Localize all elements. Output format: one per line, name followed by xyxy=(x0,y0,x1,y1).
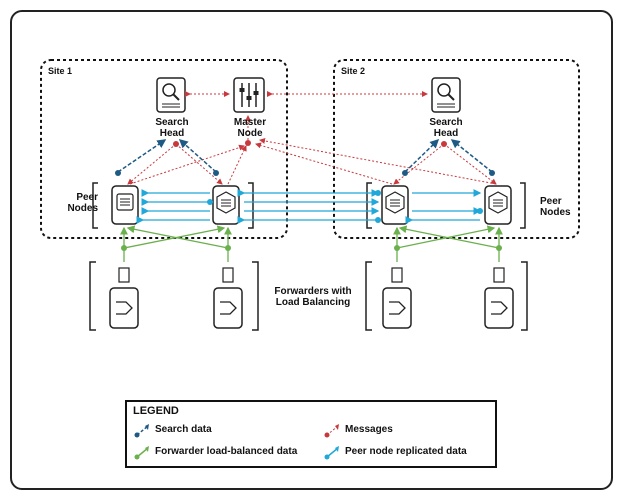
master-node-label: Master Node xyxy=(233,117,267,139)
forwarder-icon xyxy=(109,267,139,329)
site-2-label: Site 2 xyxy=(341,66,366,76)
legend-title: LEGEND xyxy=(133,405,179,417)
site-2-box xyxy=(333,59,580,239)
peer-bracket-left xyxy=(92,182,98,229)
search-head-label: Search Head xyxy=(155,117,189,139)
search-head-label: Search Head xyxy=(429,117,463,139)
peer-node-icon xyxy=(484,185,512,225)
peer-nodes-label-right: Peer Nodes xyxy=(540,196,571,218)
diagram-frame xyxy=(10,10,613,490)
legend: LEGEND Search data Messages Forwarder lo… xyxy=(125,400,497,468)
forwarder-icon xyxy=(213,267,243,329)
peer-bracket-right xyxy=(520,182,526,229)
replication-links xyxy=(136,189,482,224)
legend-messages: Messages xyxy=(345,424,393,435)
search-head-icon xyxy=(431,77,461,113)
forwarder-links xyxy=(120,225,503,262)
site-1-label: Site 1 xyxy=(48,66,73,76)
forwarder-icon xyxy=(484,267,514,329)
replicated-legend-icon xyxy=(324,446,339,460)
legend-forwarder-data: Forwarder load-balanced data xyxy=(155,446,298,457)
legend-replicated-data: Peer node replicated data xyxy=(345,446,467,457)
search-data-links xyxy=(117,138,493,173)
peer-node-icon xyxy=(381,185,409,225)
forwarder-legend-icon xyxy=(134,446,149,460)
peer-bracket-left xyxy=(248,182,254,229)
master-node-icon xyxy=(233,77,265,113)
site-1-box xyxy=(40,59,288,239)
search-data-legend-icon xyxy=(134,424,149,438)
legend-search-data: Search data xyxy=(155,424,212,435)
forwarder-bracket xyxy=(521,261,528,331)
forwarder-icon xyxy=(382,267,412,329)
peer-nodes-label-left: Peer Nodes xyxy=(67,192,98,214)
message-links xyxy=(127,91,497,185)
peer-bracket-right xyxy=(366,182,372,229)
forwarder-bracket xyxy=(365,261,372,331)
search-head-icon xyxy=(156,77,186,113)
peer-node-icon xyxy=(212,185,240,225)
messages-legend-icon xyxy=(324,424,339,438)
forwarder-bracket xyxy=(89,261,96,331)
peer-node-icon xyxy=(111,185,139,225)
forwarder-bracket xyxy=(252,261,259,331)
forwarders-label: Forwarders with Load Balancing xyxy=(274,286,352,308)
